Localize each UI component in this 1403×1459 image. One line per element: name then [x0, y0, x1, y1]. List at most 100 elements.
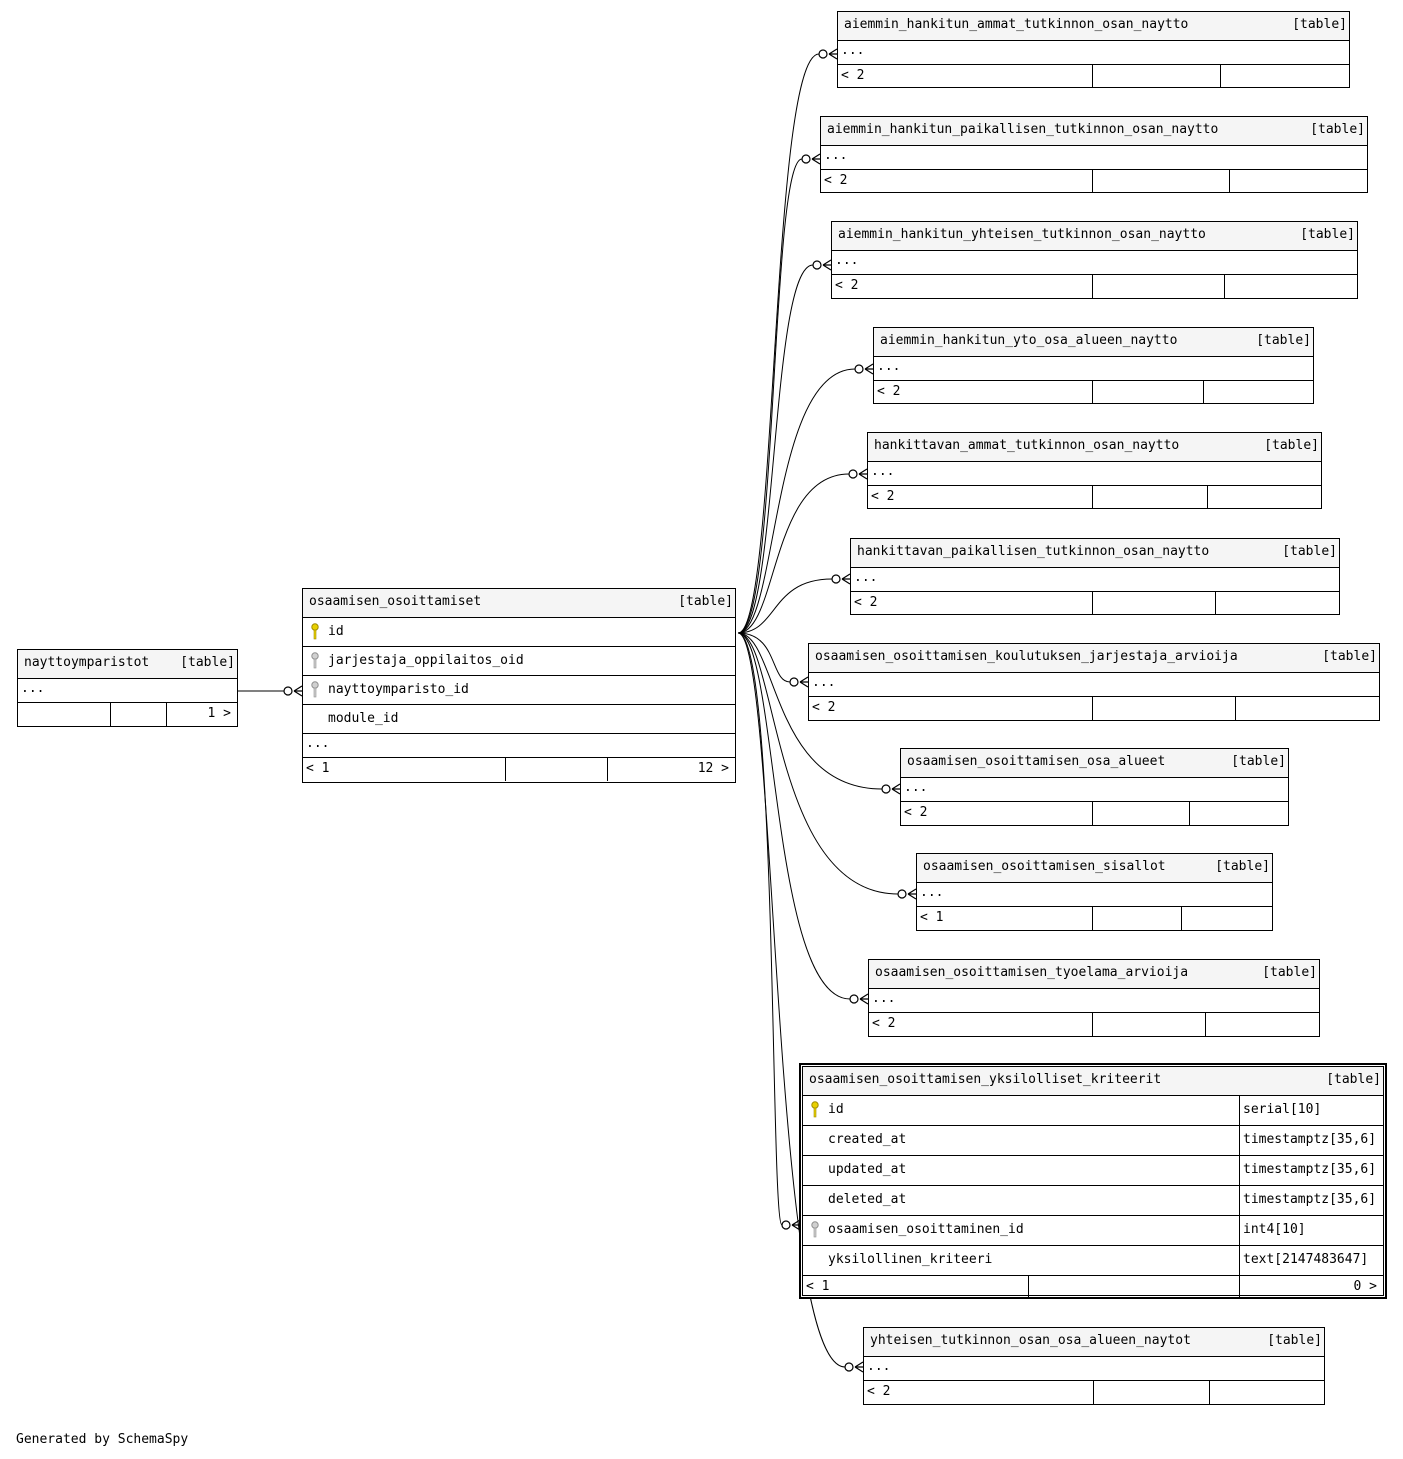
- table-aiemmin-hankitun-yto-osa-alueen-naytto[interactable]: aiemmin_hankitun_yto_osa_alueen_naytto[t…: [873, 327, 1314, 404]
- column-name: id: [828, 1102, 844, 1117]
- table-name: osaamisen_osoittamisen_osa_alueet: [907, 754, 1166, 769]
- primary-key-icon: [311, 623, 319, 640]
- parents-count: < 2: [904, 805, 928, 820]
- foreign-key-icon: [311, 681, 319, 698]
- table-header: aiemmin_hankitun_paikallisen_tutkinnon_o…: [821, 117, 1367, 146]
- table-aiemmin-hankitun-paikallisen-tutkinnon-osan-naytto[interactable]: aiemmin_hankitun_paikallisen_tutkinnon_o…: [820, 116, 1368, 193]
- table-header: osaamisen_osoittamisen_koulutuksen_jarje…: [809, 644, 1379, 673]
- table-header: osaamisen_osoittamisen_osa_alueet[table]: [901, 749, 1288, 778]
- table-footer: < 2: [864, 1381, 1324, 1404]
- many-marker: [293, 685, 303, 697]
- ellipsis-row: ...: [832, 251, 1357, 275]
- parents-count: < 2: [871, 489, 895, 504]
- column-name: nayttoymparisto_id: [328, 682, 469, 697]
- edge-child-6: [737, 632, 791, 683]
- edge-child-9: [737, 632, 851, 1000]
- zero-marker: [801, 154, 811, 164]
- table-osaamisen-osoittamisen-tyoelama-arvioija[interactable]: osaamisen_osoittamisen_tyoelama_arvioija…: [868, 959, 1320, 1037]
- many-marker: [799, 676, 809, 688]
- table-kind: [table]: [1326, 1072, 1381, 1087]
- column-row: updated_at timestamptz[35,6]: [803, 1156, 1383, 1186]
- table-header: osaamisen_osoittamisen_sisallot[table]: [917, 854, 1272, 883]
- table-name: osaamisen_osoittamisen_koulutuksen_jarje…: [815, 649, 1238, 664]
- edge-child-10: [737, 632, 783, 1226]
- table-name: aiemmin_hankitun_yto_osa_alueen_naytto: [880, 333, 1178, 348]
- table-name: osaamisen_osoittamiset: [309, 594, 482, 609]
- parents-count: < 2: [835, 278, 859, 293]
- table-aiemmin-hankitun-yhteisen-tutkinnon-osan-naytto[interactable]: aiemmin_hankitun_yhteisen_tutkinnon_osan…: [831, 221, 1358, 299]
- table-osaamisen-osoittamisen-osa-alueet[interactable]: osaamisen_osoittamisen_osa_alueet[table]…: [900, 748, 1289, 826]
- table-header: osaamisen_osoittamisen_tyoelama_arvioija…: [869, 960, 1319, 989]
- ellipsis-row: ...: [303, 734, 735, 758]
- edge-child-4: [737, 473, 850, 634]
- table-header: aiemmin_hankitun_yto_osa_alueen_naytto[t…: [874, 328, 1313, 357]
- column-row: id: [303, 618, 735, 647]
- children-count: 12 >: [697, 761, 729, 776]
- table-kind: [table]: [1262, 965, 1317, 980]
- zero-marker: [844, 1362, 854, 1372]
- table-osaamisen-osoittamisen-yksilolliset-kriteerit[interactable]: osaamisen_osoittamisen_yksilolliset_krit…: [799, 1063, 1387, 1299]
- table-footer: < 2: [901, 802, 1288, 825]
- table-osaamisen-osoittamisen-koulutuksen-jarjestaja-arvioija[interactable]: osaamisen_osoittamisen_koulutuksen_jarje…: [808, 643, 1380, 721]
- zero-marker: [854, 364, 864, 374]
- zero-marker: [818, 49, 828, 59]
- table-osaamisen-osoittamiset[interactable]: osaamisen_osoittamiset [table] id jarjes…: [302, 588, 736, 783]
- parents-count: < 2: [854, 595, 878, 610]
- table-nayttoymparistot[interactable]: nayttoymparistot [table] ... 1 >: [17, 649, 238, 727]
- column-name: id: [328, 624, 344, 639]
- column-row: id serial[10]: [803, 1096, 1383, 1126]
- table-footer: 1 >: [18, 703, 237, 726]
- table-yhteisen-tutkinnon-osan-osa-alueen-naytot[interactable]: yhteisen_tutkinnon_osan_osa_alueen_nayto…: [863, 1327, 1325, 1405]
- table-kind: [table]: [180, 655, 235, 670]
- generator-credit: Generated by SchemaSpy: [16, 1432, 189, 1447]
- column-name: created_at: [828, 1132, 907, 1147]
- column-name: osaamisen_osoittaminen_id: [828, 1222, 1024, 1237]
- table-kind: [table]: [1300, 227, 1355, 242]
- ellipsis-row: ...: [864, 1357, 1324, 1381]
- table-name: aiemmin_hankitun_yhteisen_tutkinnon_osan…: [838, 227, 1206, 242]
- table-kind: [table]: [1264, 438, 1319, 453]
- column-row: nayttoymparisto_id: [303, 676, 735, 705]
- table-footer: < 2: [874, 381, 1313, 404]
- many-marker: [864, 363, 874, 375]
- table-footer: < 1 0 >: [803, 1276, 1383, 1299]
- many-marker: [828, 48, 838, 60]
- column-type: serial[10]: [1243, 1102, 1322, 1117]
- table-osaamisen-osoittamisen-sisallot[interactable]: osaamisen_osoittamisen_sisallot[table] .…: [916, 853, 1273, 931]
- edge-child-1: [737, 158, 803, 634]
- table-name: osaamisen_osoittamisen_sisallot: [923, 859, 1166, 874]
- table-header: aiemmin_hankitun_yhteisen_tutkinnon_osan…: [832, 222, 1357, 251]
- parents-count: < 2: [877, 384, 901, 399]
- ellipsis-row: ...: [874, 357, 1313, 381]
- table-hankittavan-paikallisen-tutkinnon-osan-naytto[interactable]: hankittavan_paikallisen_tutkinnon_osan_n…: [850, 538, 1340, 615]
- column-name: jarjestaja_oppilaitos_oid: [328, 653, 524, 668]
- table-hankittavan-ammat-tutkinnon-osan-naytto[interactable]: hankittavan_ammat_tutkinnon_osan_naytto[…: [867, 432, 1322, 509]
- parents-count: < 1: [806, 1279, 830, 1294]
- table-footer: < 2: [821, 170, 1367, 193]
- ellipsis-row: ...: [838, 41, 1349, 65]
- table-footer: < 1 12 >: [303, 758, 735, 781]
- table-footer: < 1: [917, 907, 1272, 930]
- ellipsis-row: ...: [821, 146, 1367, 170]
- column-name: module_id: [328, 711, 399, 726]
- table-header: osaamisen_osoittamiset [table]: [303, 589, 735, 618]
- table-aiemmin-hankitun-ammat-tutkinnon-osan-naytto[interactable]: aiemmin_hankitun_ammat_tutkinnon_osan_na…: [837, 11, 1350, 88]
- many-marker: [891, 783, 901, 795]
- primary-key-icon: [811, 1101, 819, 1118]
- table-header: hankittavan_ammat_tutkinnon_osan_naytto[…: [868, 433, 1321, 462]
- zero-marker: [881, 784, 891, 794]
- ellipsis-row: ...: [809, 673, 1379, 697]
- column-row: deleted_at timestamptz[35,6]: [803, 1186, 1383, 1216]
- table-kind: [table]: [1282, 544, 1337, 559]
- children-count: 0 >: [1353, 1279, 1377, 1294]
- parents-count: < 2: [872, 1016, 896, 1031]
- parents-count: < 1: [306, 761, 330, 776]
- edge-child-8: [737, 632, 899, 895]
- table-kind: [table]: [1267, 1333, 1322, 1348]
- column-type: timestamptz[35,6]: [1243, 1132, 1377, 1147]
- table-kind: [table]: [1322, 649, 1377, 664]
- column-name: yksilollinen_kriteeri: [828, 1252, 993, 1267]
- zero-marker: [781, 1220, 791, 1230]
- parents-count: < 2: [812, 700, 836, 715]
